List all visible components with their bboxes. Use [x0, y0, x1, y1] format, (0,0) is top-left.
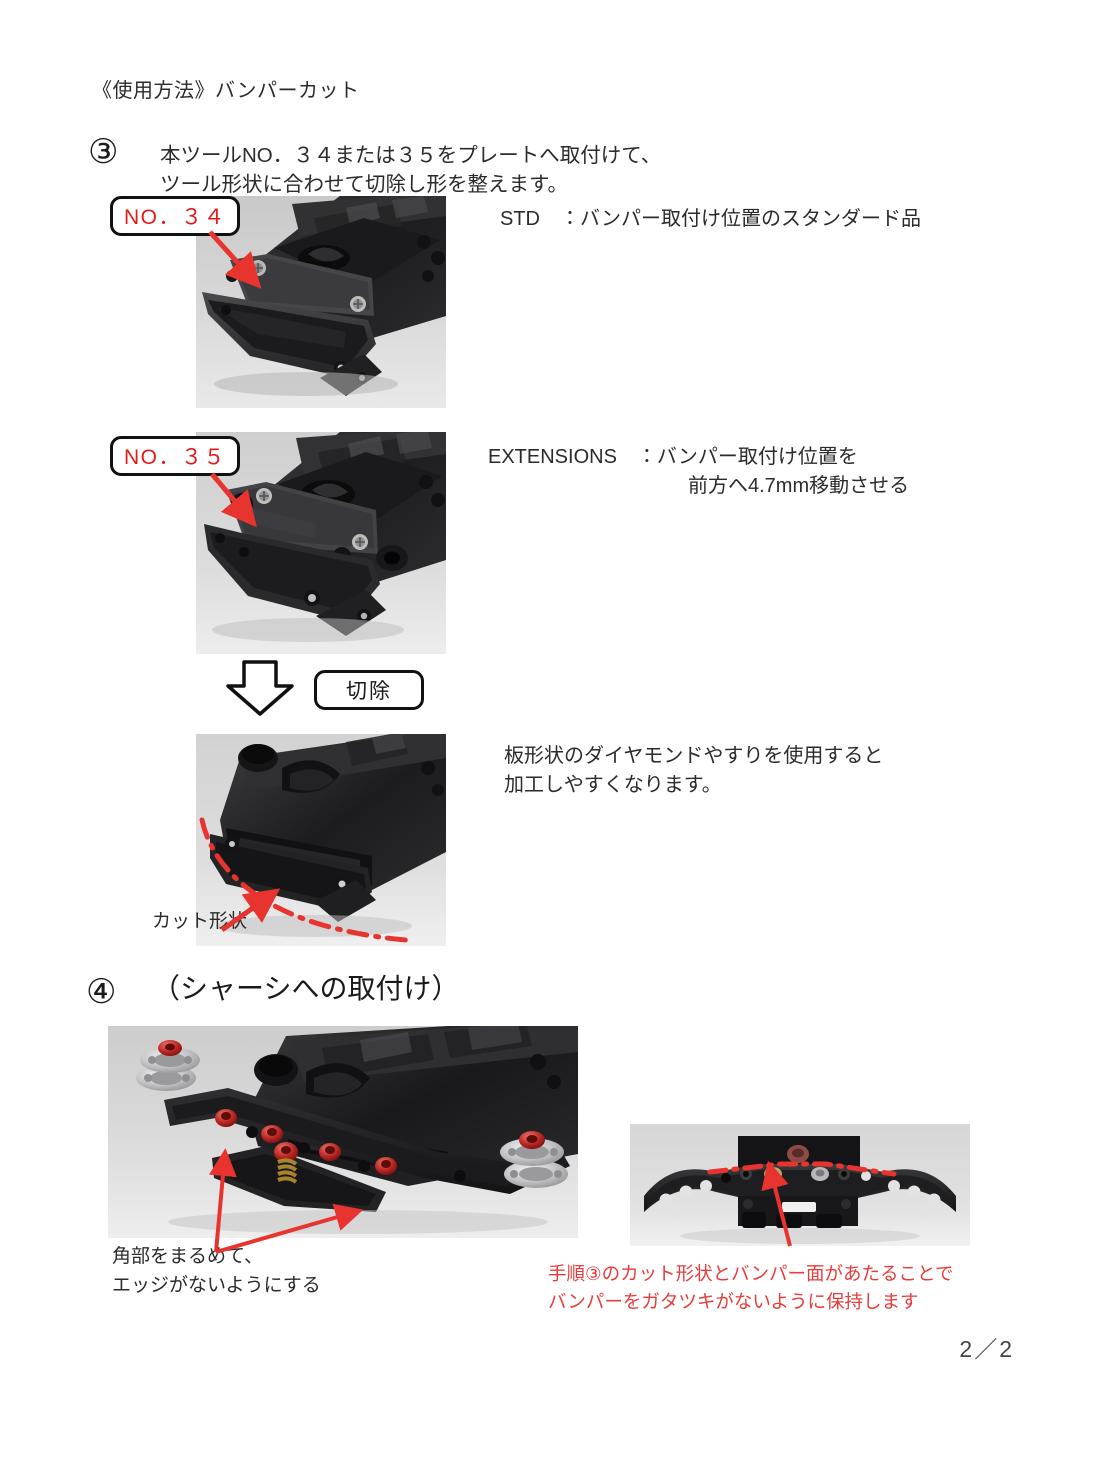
step-4-marker: ④ — [86, 973, 117, 1011]
photo-chassis-assembled-front — [108, 1026, 578, 1238]
note-extensions: EXTENSIONS ：バンパー取付け位置を 前方へ4.7mm移動させる — [488, 446, 910, 497]
step-3-marker: ③ — [88, 133, 119, 171]
photo-bumper-front-view — [630, 1124, 970, 1246]
note-std: STD ：バンパー取付け位置のスタンダード品 — [500, 208, 921, 230]
photo-chassis-with-no34-tool — [196, 196, 446, 408]
page-number: 2／2 — [959, 1336, 1014, 1362]
step-4-text: （シャーシへの取付け） — [152, 973, 460, 1004]
caption-cut-shape: カット形状 — [152, 911, 248, 932]
step-3-text: 本ツールNO．３４または３５をプレートへ取付けて、 ツール形状に合わせて切除し形… — [160, 144, 662, 197]
down-arrow-icon — [222, 660, 298, 716]
caption-bumper-hold: 手順③のカット形状とバンパー面があたることで バンパーをガタツキがないように保持… — [548, 1263, 954, 1313]
label-cut-off: 切除 — [314, 670, 424, 710]
caption-round-corners: 角部をまるめて、 エッジがないようにする — [112, 1246, 321, 1296]
label-tool-no34: NO．３４ — [110, 196, 240, 236]
note-file-tip: 板形状のダイヤモンドやすりを使用すると 加工しやすくなります。 — [504, 745, 884, 796]
label-tool-no35: NO．３５ — [110, 436, 240, 476]
page-title: 《使用方法》バンパーカット — [92, 80, 360, 102]
